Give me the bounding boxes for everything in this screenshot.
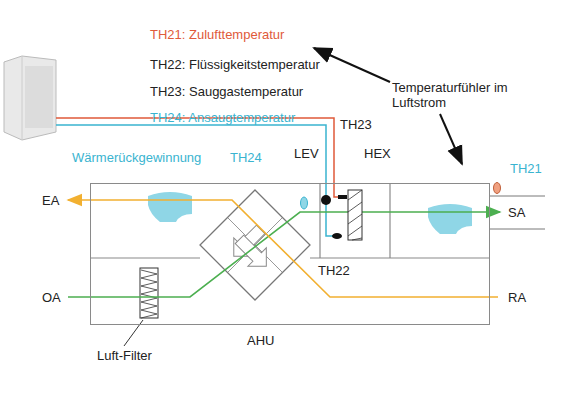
gas-pipe (56, 118, 340, 197)
legend-line: TH22: Flüssigkeitstemperatur (150, 57, 320, 72)
legend-line: TH23: Sauggastemperatur (150, 84, 303, 99)
sensor-leader (440, 114, 462, 164)
airflow-name: OA (42, 290, 61, 305)
outdoor-unit (4, 56, 56, 140)
supply-fan (428, 204, 472, 234)
legend-line: TH21: Zulufttemperatur (150, 27, 284, 42)
th22-sensor (332, 233, 342, 239)
th21-sensor (494, 183, 501, 194)
ahu-housing: AHU (90, 183, 490, 325)
part-name: Luft-Filter (97, 348, 152, 363)
part-name: LEV (294, 146, 319, 161)
hex-coil (348, 190, 362, 240)
filter-leader (124, 320, 143, 346)
airflow-name: SA (508, 205, 525, 220)
exhaust-fan (148, 192, 192, 222)
note: Temperaturfühler im Luftstrom (392, 80, 510, 110)
unit-heading: AHU (247, 333, 274, 348)
legend-line: TH24: Ansaugtemperatur (150, 110, 295, 125)
sensor-name: TH21 (510, 161, 542, 176)
lev-valve (321, 195, 331, 205)
th23-sensor (338, 195, 347, 199)
exhaust-airflow (68, 200, 498, 297)
sensor-name: TH22 (318, 263, 350, 278)
air-filter (140, 268, 158, 318)
sensor-leader (314, 48, 390, 82)
supply-duct (490, 196, 545, 229)
airflow-name: EA (42, 193, 59, 208)
airflow-name: RA (508, 290, 526, 305)
heat-recovery-core (200, 190, 310, 300)
sensor-name: TH24 (230, 150, 262, 165)
th24-sensor (301, 197, 308, 209)
supply-airflow (68, 212, 500, 297)
sensor-name: TH23 (340, 117, 372, 132)
part-name: Wärmerückgewinnung (72, 150, 201, 165)
part-name: HEX (364, 146, 391, 161)
